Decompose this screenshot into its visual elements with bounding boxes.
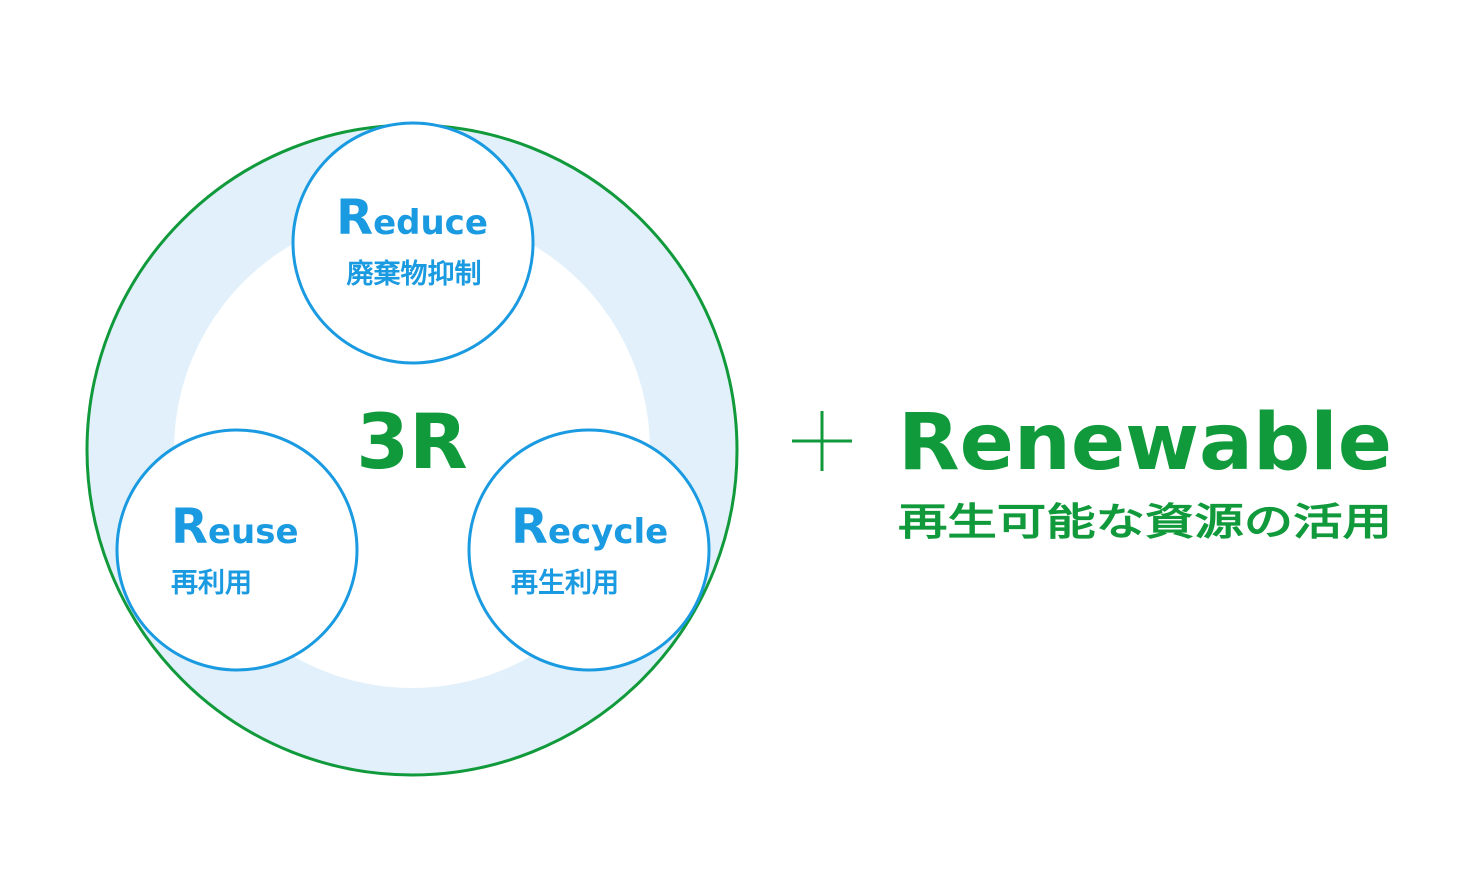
reduce-label: Reduce: [336, 190, 488, 246]
reuse-japanese-label: 再利用: [171, 568, 252, 599]
recycle-initial: R: [511, 499, 548, 555]
reduce-circle-shape: [291, 121, 535, 365]
renewable-subtitle: 再生可能な資源の活用: [898, 500, 1392, 544]
renewable-title: Renewable: [898, 398, 1392, 488]
reuse-initial: R: [171, 499, 208, 555]
recycle-circle-shape: [467, 428, 711, 672]
center-3r-label: 3R: [356, 397, 467, 486]
reduce-japanese-label: 廃棄物抑制: [347, 258, 482, 290]
reduce-circle: Reduce 廃棄物抑制: [291, 121, 535, 365]
plus-icon: [792, 411, 852, 471]
recycle-rest: ecycle: [548, 512, 668, 552]
reduce-rest: educe: [373, 203, 488, 243]
reuse-label: Reuse: [171, 499, 299, 555]
recycle-japanese-label: 再生利用: [511, 568, 619, 599]
recycle-circle: Recycle 再生利用: [467, 428, 711, 672]
reuse-circle: Reuse 再利用: [115, 428, 359, 672]
reuse-circle-shape: [115, 428, 359, 672]
reduce-initial: R: [336, 190, 373, 246]
reuse-rest: euse: [208, 512, 299, 552]
recycle-label: Recycle: [511, 499, 668, 555]
